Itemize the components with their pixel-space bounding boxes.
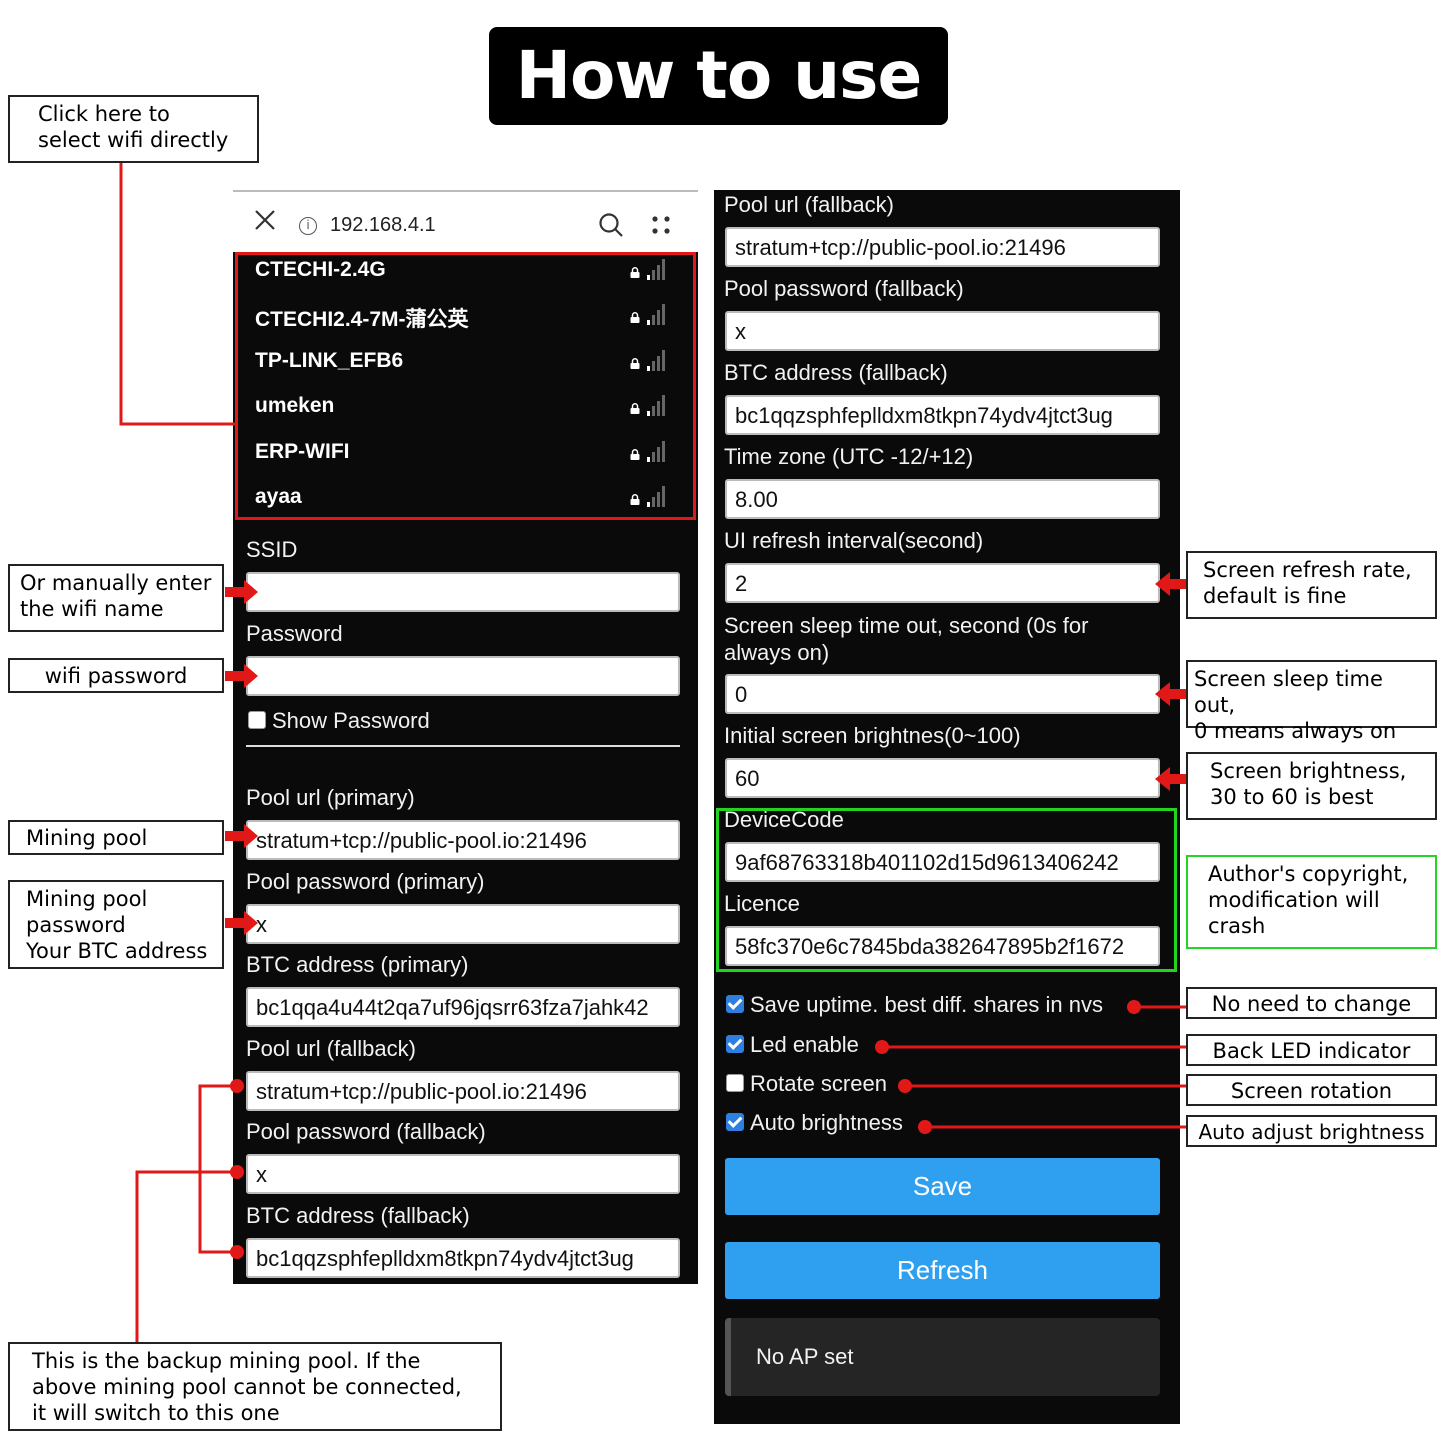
pool-url-fallback-input[interactable]: stratum+tcp://public-pool.io:21496 bbox=[725, 227, 1160, 267]
search-icon[interactable] bbox=[598, 212, 624, 238]
ssid-input[interactable] bbox=[246, 572, 680, 612]
wifi-ssid-label: TP-LINK_EFB6 bbox=[255, 349, 404, 372]
wifi-ssid-label: CTECHI2.4-7M-蒲公英 bbox=[255, 308, 469, 331]
pool-password-primary-input[interactable]: x bbox=[246, 904, 680, 944]
pool-password-fallback-label: Pool password (fallback) bbox=[724, 276, 964, 301]
btc-address-primary-input[interactable]: bc1qqa4u44t2qa7uf96jqsrr63fza7jahk42 bbox=[246, 987, 680, 1027]
led-enable-checkbox[interactable] bbox=[726, 1035, 744, 1053]
callout-no-change: No need to change bbox=[1186, 987, 1437, 1019]
refresh-button[interactable]: Refresh bbox=[725, 1242, 1160, 1299]
timezone-input[interactable]: 8.00 bbox=[725, 479, 1160, 519]
show-password-label: Show Password bbox=[272, 708, 430, 733]
page-title: How to use bbox=[489, 27, 948, 125]
callout-mining-pool: Mining pool bbox=[8, 820, 224, 855]
password-input[interactable] bbox=[246, 656, 680, 696]
save-button[interactable]: Save bbox=[725, 1158, 1160, 1215]
rotate-screen-label: Rotate screen bbox=[750, 1071, 887, 1096]
pool-url-primary-input[interactable]: stratum+tcp://public-pool.io:21496 bbox=[246, 820, 680, 860]
wifi-network-item[interactable]: TP-LINK_EFB6 bbox=[255, 349, 675, 379]
wifi-ssid-label: CTECHI-2.4G bbox=[255, 258, 386, 281]
password-label: Password bbox=[246, 621, 343, 646]
licence-label: Licence bbox=[724, 891, 800, 916]
pool-url-fallback-label: Pool url (fallback) bbox=[724, 192, 894, 217]
led-enable-label: Led enable bbox=[750, 1032, 859, 1057]
wifi-network-item[interactable]: ERP-WIFI bbox=[255, 440, 675, 470]
pool-password-fallback-input[interactable]: x bbox=[725, 311, 1160, 351]
status-message: No AP set bbox=[725, 1318, 1160, 1396]
save-nvs-label: Save uptime. best diff. shares in nvs bbox=[750, 992, 1103, 1017]
pool-url-fallback-input[interactable]: stratum+tcp://public-pool.io:21496 bbox=[246, 1071, 680, 1111]
browser-bar: i 192.168.4.1 bbox=[233, 190, 698, 252]
wifi-network-item[interactable]: ayaa bbox=[255, 485, 675, 515]
show-password-checkbox[interactable] bbox=[248, 711, 266, 729]
rotate-screen-checkbox[interactable] bbox=[726, 1074, 744, 1092]
callout-rotation: Screen rotation bbox=[1186, 1074, 1437, 1106]
wifi-signal-icon bbox=[647, 259, 665, 280]
callout-brightness: Screen brightness, 30 to 60 is best bbox=[1186, 752, 1437, 820]
wifi-signal-icon bbox=[647, 441, 665, 462]
wifi-signal-icon bbox=[647, 486, 665, 507]
lock-icon bbox=[630, 403, 640, 414]
ui-refresh-input[interactable]: 2 bbox=[725, 563, 1160, 603]
btc-address-fallback-label: BTC address (fallback) bbox=[724, 360, 948, 385]
wifi-network-item[interactable]: CTECHI2.4-7M-蒲公英 bbox=[255, 303, 675, 333]
device-licence-box bbox=[716, 808, 1177, 972]
brightness-label: Initial screen brightnes(0~100) bbox=[724, 723, 1021, 748]
auto-brightness-label: Auto brightness bbox=[750, 1110, 903, 1135]
wifi-signal-icon bbox=[647, 350, 665, 371]
wifi-signal-icon bbox=[647, 395, 665, 416]
wifi-network-item[interactable]: CTECHI-2.4G bbox=[255, 258, 675, 288]
lock-icon bbox=[630, 449, 640, 460]
left-phone-screen: i 192.168.4.1 CTECHI-2.4G CTECHI2.4-7M-蒲公… bbox=[233, 190, 698, 1284]
callout-manual-wifi: Or manually enter the wifi name bbox=[8, 564, 224, 632]
btc-address-fallback-input[interactable]: bc1qqzsphfeplldxm8tkpn74ydv4jtct3ug bbox=[725, 395, 1160, 435]
lock-icon bbox=[630, 494, 640, 505]
wifi-network-item[interactable]: umeken bbox=[255, 394, 675, 424]
sleep-timeout-input[interactable]: 0 bbox=[725, 674, 1160, 714]
wifi-ssid-label: umeken bbox=[255, 394, 335, 417]
divider bbox=[246, 745, 680, 747]
callout-mining-pool-password: Mining pool password Your BTC address bbox=[8, 880, 224, 969]
lock-icon bbox=[630, 358, 640, 369]
callout-refresh-rate: Screen refresh rate, default is fine bbox=[1186, 551, 1437, 619]
ssid-label: SSID bbox=[246, 537, 298, 562]
callout-led: Back LED indicator bbox=[1186, 1034, 1437, 1066]
pool-url-fallback-label: Pool url (fallback) bbox=[246, 1036, 416, 1061]
pool-password-fallback-label: Pool password (fallback) bbox=[246, 1119, 486, 1144]
info-icon[interactable]: i bbox=[299, 217, 317, 235]
callout-backup-pool: This is the backup mining pool. If the a… bbox=[8, 1342, 502, 1431]
pool-url-primary-label: Pool url (primary) bbox=[246, 785, 415, 810]
right-phone-screen: Pool url (fallback) stratum+tcp://public… bbox=[714, 190, 1180, 1424]
wifi-ssid-label: ayaa bbox=[255, 485, 302, 508]
auto-brightness-checkbox[interactable] bbox=[726, 1113, 744, 1131]
callout-select-wifi: Click here to select wifi directly bbox=[8, 95, 259, 163]
lock-icon bbox=[630, 312, 640, 323]
callout-auto-brightness: Auto adjust brightness bbox=[1186, 1115, 1437, 1147]
sleep-timeout-label: Screen sleep time out, second (0s for al… bbox=[724, 613, 1089, 665]
btc-address-fallback-input[interactable]: bc1qqzsphfeplldxm8tkpn74ydv4jtct3ug bbox=[246, 1238, 680, 1278]
save-nvs-checkbox[interactable] bbox=[726, 995, 744, 1013]
lock-icon bbox=[630, 267, 640, 278]
brightness-input[interactable]: 60 bbox=[725, 758, 1160, 798]
btc-address-fallback-label: BTC address (fallback) bbox=[246, 1203, 470, 1228]
url-text[interactable]: 192.168.4.1 bbox=[330, 214, 436, 236]
callout-wifi-password: wifi password bbox=[8, 658, 224, 693]
device-code-input[interactable]: 9af68763318b401102d15d9613406242 bbox=[725, 842, 1160, 882]
device-code-label: DeviceCode bbox=[724, 807, 844, 832]
pool-password-primary-label: Pool password (primary) bbox=[246, 869, 485, 894]
btc-address-primary-label: BTC address (primary) bbox=[246, 952, 469, 977]
callout-copyright: Author's copyright, modification will cr… bbox=[1186, 855, 1437, 949]
ui-refresh-label: UI refresh interval(second) bbox=[724, 528, 984, 553]
wifi-signal-icon bbox=[647, 304, 665, 325]
callout-sleep-timeout: Screen sleep time out, 0 means always on bbox=[1186, 660, 1437, 743]
licence-input[interactable]: 58fc370e6c7845bda382647895b2f1672 bbox=[725, 926, 1160, 966]
close-icon[interactable] bbox=[253, 208, 277, 232]
wifi-ssid-label: ERP-WIFI bbox=[255, 440, 350, 463]
timezone-label: Time zone (UTC -12/+12) bbox=[724, 444, 974, 469]
pool-password-fallback-input[interactable]: x bbox=[246, 1154, 680, 1194]
more-menu-icon[interactable] bbox=[651, 214, 671, 236]
